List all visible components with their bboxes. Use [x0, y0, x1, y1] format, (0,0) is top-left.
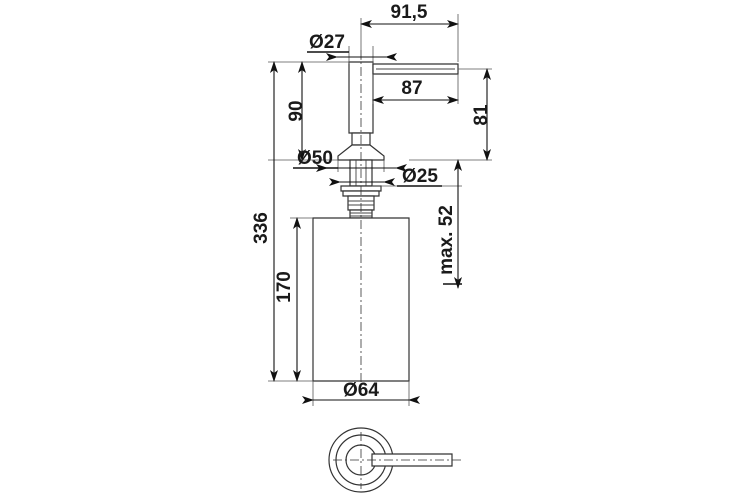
dimension-lines: [270, 20, 491, 404]
label-d50: Ø50: [297, 148, 333, 169]
label-d27: Ø27: [309, 32, 345, 53]
label-336: 336: [251, 212, 272, 244]
label-d25: Ø25: [402, 166, 438, 187]
label-d64: Ø64: [343, 380, 379, 401]
label-170: 170: [274, 271, 295, 303]
dimension-labels: 91,5 87 Ø27 90 Ø50 Ø25 81 max. 52 336 17…: [251, 2, 492, 401]
top-view-geometry: [328, 427, 462, 493]
label-87: 87: [401, 78, 422, 99]
top-view-spout: [371, 453, 453, 467]
label-max-52: max. 52: [436, 205, 457, 275]
label-81: 81: [471, 104, 492, 126]
label-90: 90: [286, 100, 307, 121]
label-underlines: [293, 51, 462, 285]
label-91-5: 91,5: [391, 2, 428, 23]
